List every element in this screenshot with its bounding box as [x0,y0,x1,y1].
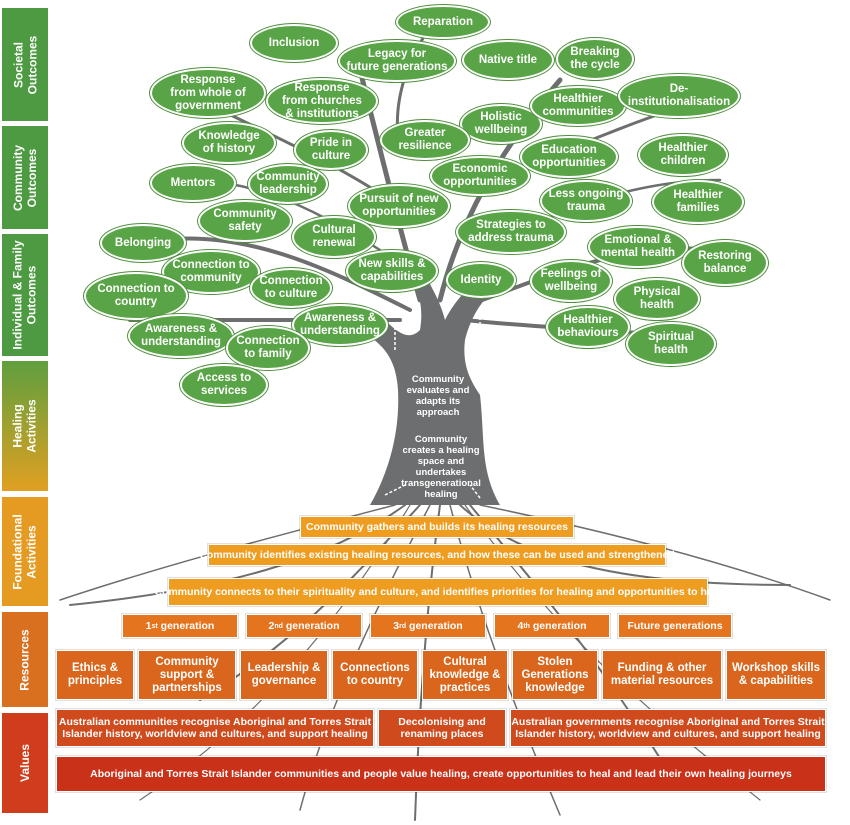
value-base-healing: Aboriginal and Torres Strait Islander co… [56,756,826,792]
leaf-awareness-understanding-right: Awareness & understanding [292,304,388,346]
trunk [360,265,500,505]
leaf-mentors: Mentors [150,164,236,202]
leaf-greater-resilience: Greater resilience [380,120,470,160]
trunk-text-healing-space: Community creates a healing space and un… [401,434,481,500]
leaf-economic-opportunities: Economic opportunities [430,156,530,196]
leaf-healthier-children: Healthier children [638,134,728,176]
resource-leadership-governance: Leadership & governance [240,650,328,700]
leaf-connection-to-country: Connection to country [84,272,188,320]
leaf-new-skills-capabilities: New skills & capabilities [346,250,438,292]
leaf-knowledge-of-history: Knowledge of history [182,122,276,164]
leaf-response-whole-government: Response from whole of government [150,68,266,118]
leaf-breaking-the-cycle: Breaking the cycle [556,38,634,80]
leaf-community-safety: Community safety [198,200,292,242]
leaf-community-leadership: Community leadership [248,164,328,204]
leaf-legacy-future-generations: Legacy for future generations [338,40,456,82]
leaf-feelings-of-wellbeing: Feelings of wellbeing [530,260,612,302]
resource-workshop-skills: Workshop skills & capabilities [726,650,826,700]
trunk-arrows [384,318,481,499]
leaf-spiritual-health: Spiritual health [626,322,716,366]
leaf-identity: Identity [446,262,516,298]
leaf-healthier-behaviours: Healthier behaviours [546,306,630,348]
generation-future: Future generations [618,614,732,638]
value-governments-recognise: Australian governments recognise Aborigi… [510,709,826,747]
tier-societal-outcomes: Societal Outcomes [2,8,48,121]
resource-stolen-generations: Stolen Generations knowledge [512,650,598,700]
leaf-emotional-mental-health: Emotional & mental health [588,226,688,268]
resource-connections-country: Connections to country [332,650,418,700]
leaf-awareness-understanding-left: Awareness & understanding [128,314,234,358]
leaf-holistic-wellbeing: Holistic wellbeing [460,104,542,144]
tier-foundational-activities: Foundational Activities [2,497,48,606]
leaf-education-opportunities: Education opportunities [520,136,618,178]
leaf-reparation: Reparation [396,5,490,39]
leaf-healthier-communities: Healthier communities [530,86,626,126]
leaf-healthier-families: Healthier families [652,180,744,224]
tier-healing-activities: Healing Activities [2,361,48,491]
leaf-response-churches-institutions: Response from churches & institutions [266,78,378,124]
leaf-inclusion: Inclusion [250,24,338,62]
leaf-less-ongoing-trauma: Less ongoing trauma [540,180,632,222]
leaf-deinstitutionalisation: De- institutionalisation [618,74,740,118]
leaf-connection-to-culture: Connection to culture [250,268,332,308]
tier-values: Values [2,713,48,813]
foundational-identifies: Community identifies existing healing re… [199,544,675,566]
leaf-native-title: Native title [462,40,554,80]
resource-funding: Funding & other material resources [602,650,722,700]
leaf-connection-to-family: Connection to family [226,326,310,370]
leaf-pursuit-new-opportunities: Pursuit of new opportunities [348,184,450,228]
leaf-pride-in-culture: Pride in culture [294,130,368,170]
leaf-strategies-address-trauma: Strategies to address trauma [456,210,566,254]
leaf-physical-health: Physical health [614,278,700,320]
leaf-cultural-renewal: Cultural renewal [292,216,376,258]
tier-individual-family-outcomes: Individual & Family Outcomes [2,234,48,356]
tier-resources: Resources [2,612,48,707]
leaf-belonging: Belonging [100,224,186,262]
resource-community-support: Community support & partnerships [138,650,236,700]
resource-cultural-knowledge: Cultural knowledge & practices [422,650,508,700]
value-communities-recognise: Australian communities recognise Aborigi… [56,709,374,747]
leaf-access-to-services: Access to services [180,364,268,406]
trunk-text-evaluates: Community evaluates and adapts its appro… [406,374,470,418]
foundational-gathers: Community gathers and builds its healing… [300,516,574,538]
foundational-connects: Community connects to their spirituality… [154,578,722,606]
value-decolonising: Decolonising and renaming places [378,709,506,747]
leaf-restoring-balance: Restoring balance [682,240,768,286]
tier-community-outcomes: Community Outcomes [2,126,48,229]
resource-ethics-principles: Ethics & principles [56,650,134,700]
